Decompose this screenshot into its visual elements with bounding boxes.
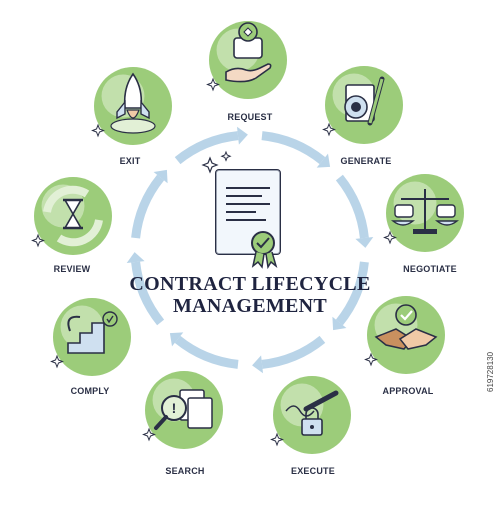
stage-label-request: REQUEST — [227, 112, 273, 122]
sparkle-icon — [91, 123, 105, 138]
stage-circle-highlight — [280, 383, 324, 427]
cycle-arrowhead — [332, 316, 347, 331]
sparkle-icon — [31, 233, 45, 248]
stage-label-review: REVIEW — [53, 264, 91, 274]
stage-node-review — [31, 177, 112, 255]
cycle-arc-segment — [261, 131, 326, 165]
cycle-arrowhead — [316, 153, 331, 168]
sparkle-icon — [50, 354, 64, 369]
cycle-arc-segment — [335, 174, 369, 239]
stage-label-generate: GENERATE — [340, 156, 392, 166]
cycle-arrowhead — [355, 237, 374, 248]
contract-document-icon — [201, 150, 281, 270]
sparkle-icon — [142, 427, 156, 442]
stage-label-execute: EXECUTE — [291, 466, 335, 476]
stage-node-approval — [364, 296, 445, 374]
sparkle-icon — [364, 352, 378, 367]
pen-signature-lock-icon — [285, 390, 339, 436]
cycle-arrowhead — [126, 252, 145, 263]
document-gear-pencil-icon — [344, 76, 385, 126]
stairs-target-icon — [67, 311, 118, 354]
hand-location-pin-icon — [225, 22, 272, 83]
cycle-arrowhead — [237, 126, 248, 145]
hourglass-cycle-icon — [43, 185, 103, 247]
cycle-arrowhead — [153, 169, 168, 184]
sparkle-icon — [383, 230, 397, 245]
stage-node-comply — [50, 298, 131, 376]
stage-label-comply: COMPLY — [70, 386, 110, 396]
diagram-title-line2: MANAGEMENT — [172, 295, 328, 317]
cycle-arc-segment — [335, 261, 369, 326]
handshake-checkmark-icon — [374, 304, 438, 350]
rocket-launch-icon — [110, 72, 156, 134]
stage-label-exit: EXIT — [119, 156, 141, 166]
stage-node-generate — [322, 66, 403, 144]
cycle-arrowhead — [252, 355, 263, 374]
stage-node-negotiate — [383, 174, 464, 252]
cycle-arrowhead — [169, 332, 184, 347]
cycle-arc-segment — [261, 335, 326, 369]
sparkle-icon — [322, 122, 336, 137]
magnifier-documents-icon: ! — [154, 389, 213, 430]
stage-circle-highlight — [393, 181, 437, 225]
cycle-arc-segment — [131, 174, 165, 239]
stage-label-negotiate: NEGOTIATE — [403, 264, 457, 274]
scales-speech-bubbles-icon — [391, 189, 459, 234]
stage-node-request — [206, 21, 287, 99]
stage-node-exit — [91, 67, 172, 145]
sparkle-icon — [206, 77, 220, 92]
svg-text:!: ! — [172, 400, 177, 416]
stage-node-search: ! — [142, 371, 223, 449]
cycle-arc-segment — [174, 335, 239, 369]
cycle-arrow-ring — [126, 126, 374, 374]
stage-label-approval: APPROVAL — [382, 386, 434, 396]
cycle-arc-segment — [131, 261, 165, 326]
stock-id-text: 619728130 — [486, 351, 495, 392]
stage-node-execute — [270, 376, 351, 454]
diagram-title-line1: CONTRACT LIFECYCLE — [129, 273, 371, 295]
stage-label-search: SEARCH — [165, 466, 205, 476]
cycle-arc-segment — [174, 131, 239, 165]
sparkle-icon — [270, 432, 284, 447]
stage-nodes: ! — [31, 21, 464, 454]
